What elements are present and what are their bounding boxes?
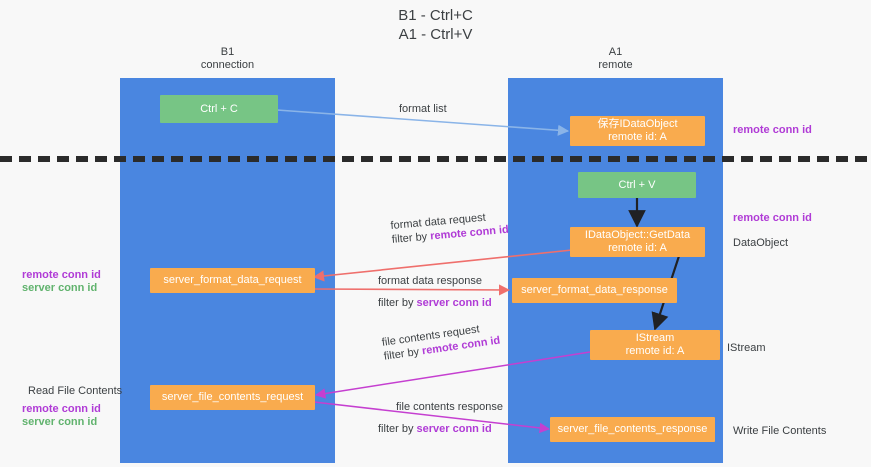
filter-key-server-conn-id: server conn id [416, 297, 492, 309]
lane-header-a1-name: A1 [608, 46, 623, 58]
box-save-idataobject-line-1: 保存IDataObject [597, 118, 678, 130]
box-istream-line-1: IStream [635, 332, 675, 344]
box-ctrl-v-line-1: Ctrl + V [618, 178, 656, 191]
box-server-format-data-request[interactable]: server_format_data_request [150, 268, 315, 293]
edge-label-format-list: format list [399, 102, 447, 116]
box-idataobject-getdata-line-1: IDataObject::GetData [584, 229, 691, 241]
edge-label-file-contents-response: file contents response filter by server … [378, 400, 504, 436]
edge-label-file-contents-response-filter: filter by server conn id [378, 422, 503, 436]
annotation-left-remote-conn-id-mid: remote conn id [22, 269, 101, 281]
box-idataobject-getdata-line-2: remote id: A [608, 242, 667, 254]
edge-label-format-data-response-text: format data response [378, 275, 482, 287]
box-save-idataobject-line-2: remote id: A [608, 131, 667, 143]
filter-key-server-conn-id: server conn id [416, 423, 492, 435]
annotation-left-server-conn-id-bottom: server conn id [22, 416, 98, 428]
annotation-remote-conn-id-top: remote conn id [733, 124, 812, 136]
lane-header-a1-subtitle: remote [598, 59, 633, 71]
annotation-left-remote-conn-id-bottom: remote conn id [22, 403, 101, 415]
box-server-file-contents-response-line-1: server_file_contents_response [557, 423, 708, 435]
page-title: B1 - Ctrl+C A1 - Ctrl+V [0, 6, 871, 44]
box-server-format-data-response-line-1: server_format_data_response [521, 284, 668, 296]
box-server-file-contents-response[interactable]: server_file_contents_response [550, 417, 715, 442]
lane-header-b1-subtitle: connection [200, 59, 255, 71]
edge-label-format-data-response: format data response filter by server co… [378, 274, 492, 310]
lane-header-b1-name: B1 [220, 46, 235, 58]
box-server-format-data-response[interactable]: server_format_data_response [512, 278, 677, 303]
filter-prefix: filter by [378, 423, 417, 435]
box-server-format-data-request-line-1: server_format_data_request [163, 274, 302, 286]
edge-label-format-data-request: format data request filter by remote con… [390, 209, 509, 247]
page-title-line-2: A1 - Ctrl+V [398, 26, 473, 43]
annotation-dataobject: DataObject [733, 237, 789, 249]
edge-label-format-data-response-filter: filter by server conn id [378, 296, 492, 310]
box-istream[interactable]: IStream remote id: A [590, 330, 720, 360]
lane-header-a1: A1 remote [508, 46, 723, 72]
annotation-write-file-contents: Write File Contents [733, 425, 827, 437]
filter-prefix: filter by [383, 345, 423, 363]
annotation-remote-conn-id-mid: remote conn id [733, 212, 812, 224]
box-ctrl-c[interactable]: Ctrl + C [160, 95, 278, 123]
phase-divider [0, 156, 871, 162]
filter-prefix: filter by [378, 297, 417, 309]
edge-label-format-list-text: format list [399, 103, 447, 115]
box-istream-line-2: remote id: A [625, 345, 685, 357]
annotation-istream: IStream [727, 342, 766, 354]
edge-label-file-contents-request: file contents request filter by remote c… [381, 320, 501, 364]
lane-header-b1: B1 connection [120, 46, 335, 72]
page-title-line-1: B1 - Ctrl+C [398, 7, 473, 24]
annotation-left-server-conn-id-mid: server conn id [22, 282, 98, 294]
annotation-read-file-contents: Read File Contents [28, 385, 123, 397]
edge-label-file-contents-response-text: file contents response [396, 401, 504, 413]
box-server-file-contents-request-line-1: server_file_contents_request [161, 391, 304, 403]
box-ctrl-v[interactable]: Ctrl + V [578, 172, 696, 198]
box-server-file-contents-request[interactable]: server_file_contents_request [150, 385, 315, 410]
box-ctrl-c-line-1: Ctrl + C [200, 102, 238, 115]
filter-prefix: filter by [391, 230, 431, 246]
box-save-idataobject[interactable]: 保存IDataObject remote id: A [570, 116, 705, 146]
box-idataobject-getdata[interactable]: IDataObject::GetData remote id: A [570, 227, 705, 257]
